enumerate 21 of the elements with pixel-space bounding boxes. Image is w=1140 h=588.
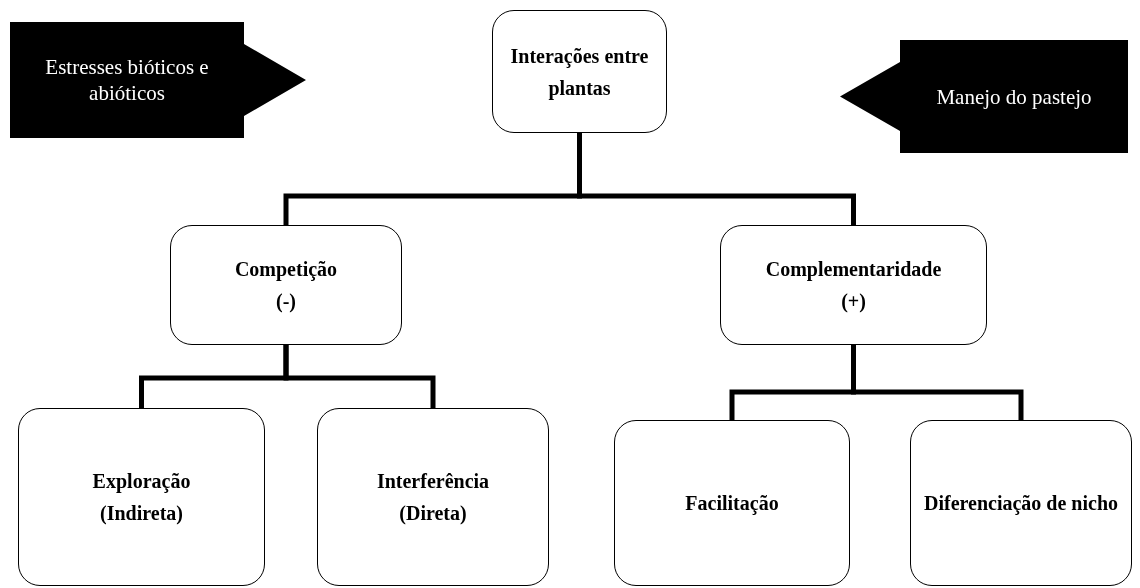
rounded-box: [18, 408, 265, 586]
rounded-box: [910, 420, 1132, 586]
node-label: Manejo do pastejo: [935, 83, 1093, 110]
node-label: Interações entre plantas: [509, 43, 650, 102]
rounded-box: [170, 225, 402, 345]
connector-line: [851, 345, 1024, 420]
node-label: Complementaridade (+): [764, 257, 943, 315]
connector-line: [577, 133, 856, 225]
node-label: Interferência (Direta): [375, 469, 491, 526]
block-arrow: [10, 22, 306, 138]
node-label: Estresses bióticos e abióticos: [44, 53, 210, 107]
rounded-box: [317, 408, 549, 586]
connector-line: [283, 345, 436, 408]
node-label: Facilitação: [685, 491, 779, 517]
block-arrow: [840, 40, 1128, 153]
rounded-box: [492, 10, 667, 133]
node-label: Exploração (Indireta): [91, 469, 192, 527]
node-label: Diferenciação de nicho: [923, 491, 1118, 517]
rounded-box: [720, 225, 987, 345]
rounded-box: [614, 420, 850, 586]
node-label: Competição (-): [233, 257, 339, 315]
